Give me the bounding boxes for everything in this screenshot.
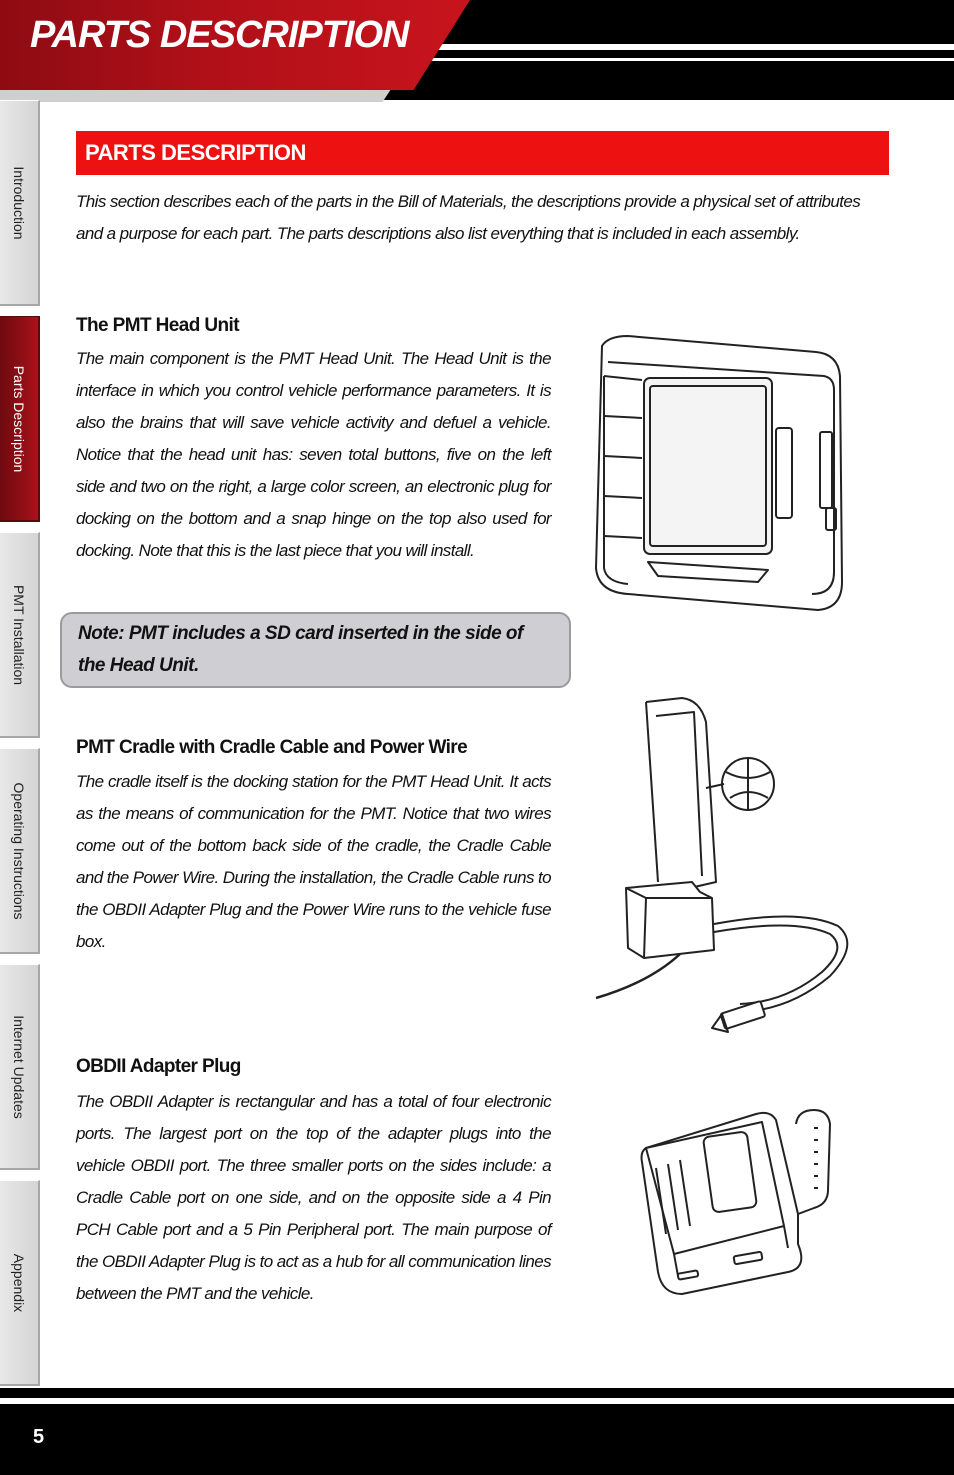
side-tab-label: Introduction [11, 165, 27, 240]
section-heading: PARTS DESCRIPTION [85, 140, 306, 165]
section-heading-bar: PARTS DESCRIPTION [76, 131, 889, 175]
side-tab-pmt-installation[interactable]: PMT Installation [0, 532, 40, 738]
side-tab-introduction[interactable]: Introduction [0, 100, 40, 306]
header-stripe [430, 58, 954, 61]
obdii-adapter-illustration [640, 1109, 831, 1295]
side-tab-parts-description[interactable]: Parts Description [0, 316, 40, 522]
part-title-head-unit: The PMT Head Unit [76, 315, 240, 336]
cradle-illustration [595, 697, 849, 1033]
section-intro: This section describes each of the parts… [76, 192, 861, 243]
side-tab-label: Appendix [11, 1253, 27, 1312]
side-tab-operating-instructions[interactable]: Operating Instructions [0, 748, 40, 954]
header-tab [0, 0, 470, 90]
header-stripe [430, 44, 954, 50]
side-tab-internet-updates[interactable]: Internet Updates [0, 964, 40, 1170]
part-text-head-unit: The main component is the PMT Head Unit.… [76, 349, 552, 560]
note-box: Note: PMT includes a SD card inserted in… [60, 612, 571, 688]
side-tab-label: Operating Instructions [11, 782, 27, 919]
side-tab-label: PMT Installation [11, 584, 27, 685]
side-tab-label: Internet Updates [11, 1014, 27, 1119]
page-number: 5 [33, 1426, 45, 1448]
footer-line [0, 1388, 954, 1398]
part-title-obdii: OBDII Adapter Plug [76, 1056, 241, 1077]
part-text-obdii: The OBDII Adapter is rectangular and has… [76, 1092, 552, 1303]
note-text: Note: PMT includes a SD card inserted in… [78, 623, 523, 676]
part-text-cradle: The cradle itself is the docking station… [76, 772, 552, 951]
head-unit-illustration [595, 335, 843, 611]
page-title: PARTS DESCRIPTION [30, 14, 410, 56]
side-tab-appendix[interactable]: Appendix [0, 1180, 40, 1386]
part-title-cradle: PMT Cradle with Cradle Cable and Power W… [76, 737, 468, 758]
footer-bar [0, 1404, 954, 1475]
side-tab-label: Parts Description [11, 365, 27, 472]
